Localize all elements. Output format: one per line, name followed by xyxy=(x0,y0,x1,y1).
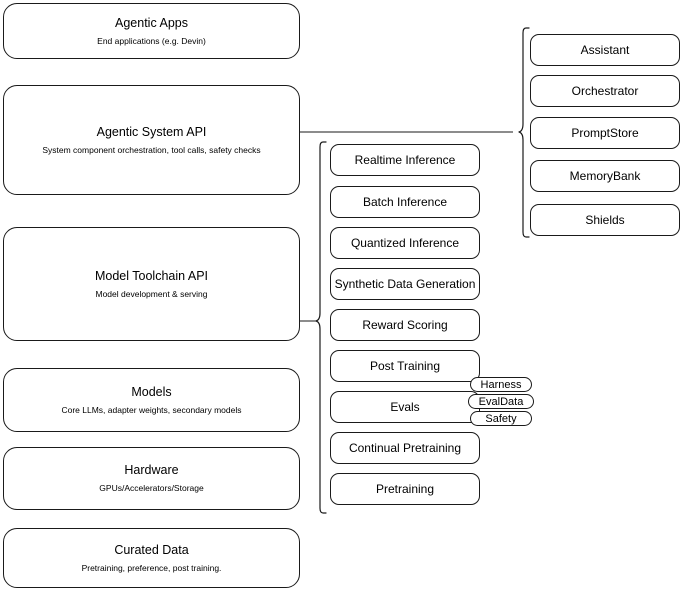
item-box-pretraining[interactable]: Pretraining xyxy=(330,473,480,505)
layer-box-agentic-apps[interactable]: Agentic Apps End applications (e.g. Devi… xyxy=(3,3,300,59)
layer-subtitle: Pretraining, preference, post training. xyxy=(81,562,222,573)
item-label: Batch Inference xyxy=(362,194,448,209)
item-label: Orchestrator xyxy=(571,83,639,98)
layer-subtitle: Model development & serving xyxy=(95,288,208,299)
item-label: Reward Scoring xyxy=(362,317,448,332)
connector-brace-middle xyxy=(309,138,331,522)
item-box-orchestrator[interactable]: Orchestrator xyxy=(530,75,680,107)
connector-model-toolchain-stub xyxy=(299,314,319,328)
item-label: Pretraining xyxy=(375,481,435,496)
item-label: Post Training xyxy=(369,358,441,373)
item-box-quantized-inference[interactable]: Quantized Inference xyxy=(330,227,480,259)
layer-box-agentic-system-api[interactable]: Agentic System API System component orch… xyxy=(3,85,300,195)
item-label: Evals xyxy=(390,399,420,414)
item-label: Synthetic Data Generation xyxy=(334,276,476,291)
item-box-realtime-inference[interactable]: Realtime Inference xyxy=(330,144,480,176)
item-label: Shields xyxy=(585,212,625,227)
layer-title: Models xyxy=(131,384,172,399)
item-box-evals[interactable]: Evals xyxy=(330,391,480,423)
connector-brace-right xyxy=(512,24,534,246)
pill-safety[interactable]: Safety xyxy=(470,411,532,426)
item-label: Continual Pretraining xyxy=(348,440,462,455)
layer-box-models[interactable]: Models Core LLMs, adapter weights, secon… xyxy=(3,368,300,432)
layer-title: Model Toolchain API xyxy=(94,268,209,283)
item-label: PromptStore xyxy=(571,125,639,140)
layer-box-model-toolchain-api[interactable]: Model Toolchain API Model development & … xyxy=(3,227,300,341)
layer-subtitle: GPUs/Accelerators/Storage xyxy=(99,483,204,493)
item-box-synthetic-data-generation[interactable]: Synthetic Data Generation xyxy=(330,268,480,300)
item-box-reward-scoring[interactable]: Reward Scoring xyxy=(330,309,480,341)
item-box-promptstore[interactable]: PromptStore xyxy=(530,117,680,149)
layer-box-hardware[interactable]: Hardware GPUs/Accelerators/Storage xyxy=(3,447,300,510)
item-label: Realtime Inference xyxy=(354,152,456,167)
item-box-continual-pretraining[interactable]: Continual Pretraining xyxy=(330,432,480,464)
layer-subtitle: System component orchestration, tool cal… xyxy=(42,144,261,155)
item-label: MemoryBank xyxy=(569,168,641,183)
pill-label: Safety xyxy=(485,412,517,425)
pill-harness[interactable]: Harness xyxy=(470,377,532,392)
layer-title: Agentic Apps xyxy=(115,15,188,30)
layer-box-curated-data[interactable]: Curated Data Pretraining, preference, po… xyxy=(3,528,300,588)
item-box-assistant[interactable]: Assistant xyxy=(530,34,680,66)
layer-subtitle: End applications (e.g. Devin) xyxy=(97,35,206,46)
item-label: Assistant xyxy=(580,42,630,57)
pill-label: EvalData xyxy=(478,395,524,408)
layer-title: Hardware xyxy=(124,463,179,478)
pill-label: Harness xyxy=(480,378,522,391)
item-box-post-training[interactable]: Post Training xyxy=(330,350,480,382)
pill-evaldata[interactable]: EvalData xyxy=(468,394,534,409)
item-label: Quantized Inference xyxy=(350,235,460,250)
layer-title: Curated Data xyxy=(114,542,189,557)
item-box-shields[interactable]: Shields xyxy=(530,204,680,236)
layer-subtitle: Core LLMs, adapter weights, secondary mo… xyxy=(61,404,242,415)
item-box-memorybank[interactable]: MemoryBank xyxy=(530,160,680,192)
layer-title: Agentic System API xyxy=(96,124,207,139)
item-box-batch-inference[interactable]: Batch Inference xyxy=(330,186,480,218)
connector-agentic-system-api-rail xyxy=(300,124,526,142)
